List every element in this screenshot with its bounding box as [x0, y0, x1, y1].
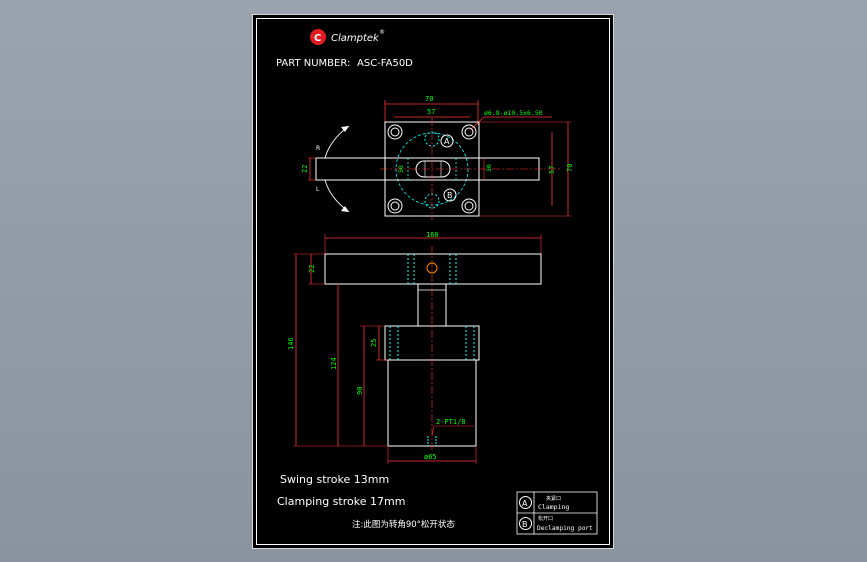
drawing-frame [256, 18, 610, 545]
front-view: 160 146 22 124 90 [287, 231, 542, 464]
bolt-holes [387, 124, 477, 214]
dim-top-57: 57 [427, 108, 435, 116]
brand-registered: ® [379, 29, 385, 36]
note-clamping-stroke: Clamping stroke 17mm [277, 495, 405, 508]
dim-port-callout: 2-PT1/8 [436, 418, 466, 426]
dim-hole-callout: ø6.8-ø10.5x6.50 [484, 109, 543, 117]
legend-b-cn: 松开口 [538, 515, 553, 522]
dim-arm-width: 22 [301, 165, 309, 173]
legend-a-en: Clamping [538, 503, 569, 511]
legend-a-symbol: A [522, 499, 528, 508]
note-swing-stroke: Swing stroke 13mm [280, 473, 389, 486]
dim-inner-30: 30 [485, 164, 493, 172]
dim-cyl-height: 90 [356, 387, 364, 395]
dim-body-height: 124 [330, 357, 338, 370]
port-legend: A 夹紧口 Clamping B 松开口 Declamping port [516, 491, 598, 535]
port-a-marker: A [444, 137, 450, 146]
legend-b-symbol: B [522, 520, 528, 529]
brand-name: Clamptek [331, 33, 380, 44]
legend-a-cn: 夹紧口 [546, 495, 561, 502]
dim-right-57: 57 [548, 166, 556, 174]
dim-flange-thickness: 25 [370, 339, 378, 347]
dim-inner-50: 50 [397, 165, 405, 173]
rotation-l-label: L [316, 186, 320, 193]
part-number-value: ASC-FA50D [357, 58, 413, 69]
dim-diameter: ø65 [424, 453, 437, 461]
port-b-marker: B [447, 191, 453, 200]
top-view: 70 57 ø6.8-ø10.5x6.50 A B [301, 95, 574, 220]
dim-right-70: 70 [566, 164, 574, 172]
note-chinese: 注:此图为转角90°松开状态 [352, 519, 455, 530]
brand-logo: C Clamptek ® [310, 29, 385, 45]
drawing-sheet [252, 14, 614, 549]
legend-b-en: Declamping port [537, 525, 593, 532]
rotation-r-label: R [316, 145, 320, 152]
dim-arm-length: 160 [426, 231, 439, 239]
part-number-label: PART NUMBER: [276, 58, 350, 69]
dim-arm-thickness: 22 [308, 265, 316, 273]
logo-circle-icon [310, 29, 326, 45]
dim-total-height: 146 [287, 337, 295, 350]
dim-top-70: 70 [425, 95, 433, 103]
logo-mark: C [314, 33, 321, 44]
